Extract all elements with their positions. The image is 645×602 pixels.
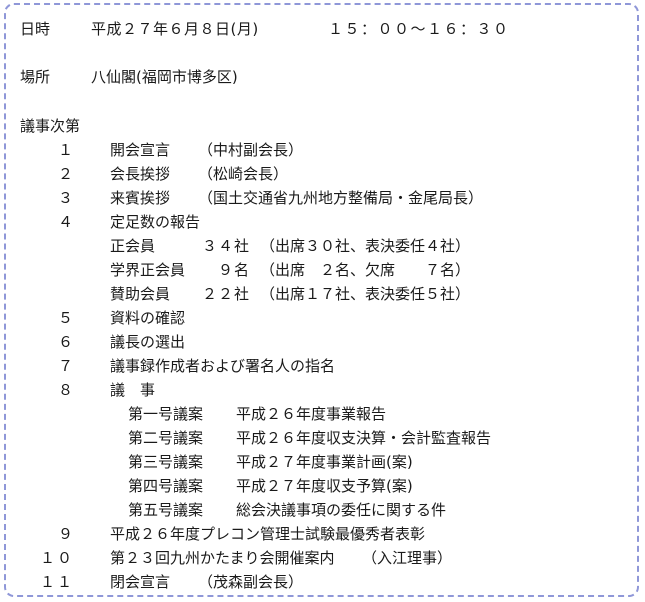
quorum-type: 賛助会員 <box>110 285 171 303</box>
time-value: １５：００～１６：３０ <box>328 20 510 38</box>
quorum-detail: （出席 ２名、欠席 ７名） <box>260 261 471 279</box>
place-value: 八仙閣(福岡市博多区) <box>91 68 238 86</box>
agenda-note: （松崎会長） <box>198 165 289 183</box>
agenda-title: 定足数の報告 <box>110 213 201 231</box>
quorum-count: ３４社 <box>202 237 251 255</box>
bill-number: 第四号議案 <box>128 477 204 495</box>
quorum-count: ９名 <box>218 261 251 279</box>
agenda-note: （国土交通省九州地方整備局・金尾局長） <box>198 189 484 207</box>
quorum-detail: （出席１７社、表決委任５社） <box>260 285 471 303</box>
bill-title: 平成２６年度収支決算・会計監査報告 <box>236 429 492 447</box>
date-label: 日時 <box>20 20 51 38</box>
agenda-number: １ <box>58 141 74 159</box>
quorum-type: 正会員 <box>110 237 156 255</box>
agenda-number: ７ <box>58 357 74 375</box>
agenda-title: 議 事 <box>110 381 156 399</box>
agenda-number: ２ <box>58 165 74 183</box>
agenda-title: 議長の選出 <box>110 333 186 351</box>
agenda-title: 平成２６年度プレコン管理士試験最優秀者表彰 <box>110 525 426 543</box>
agenda-note: （入江理事） <box>362 549 453 567</box>
agenda-note: （茂森副会長） <box>198 573 304 591</box>
agenda-number: ５ <box>58 309 74 327</box>
agenda-title: 閉会宣言 <box>110 573 171 591</box>
agenda-number: １１ <box>40 573 75 591</box>
agenda-heading: 議事次第 <box>20 117 81 135</box>
agenda-title: 来賓挨拶 <box>110 189 171 207</box>
bill-title: 平成２７年度事業計画(案) <box>236 453 413 471</box>
agenda-note: （中村副会長） <box>198 141 304 159</box>
bill-number: 第五号議案 <box>128 501 204 519</box>
bill-number: 第二号議案 <box>128 429 204 447</box>
agenda-number: ９ <box>58 525 74 543</box>
document-frame <box>4 3 639 597</box>
quorum-type: 学界正会員 <box>110 261 186 279</box>
bill-number: 第一号議案 <box>128 405 204 423</box>
agenda-number: １０ <box>40 549 75 567</box>
bill-title: 平成２７年度収支予算(案) <box>236 477 413 495</box>
agenda-title: 会長挨拶 <box>110 165 171 183</box>
place-label: 場所 <box>20 68 51 86</box>
agenda-title: 資料の確認 <box>110 309 186 327</box>
quorum-count: ２２社 <box>202 285 251 303</box>
agenda-number: ８ <box>58 381 74 399</box>
agenda-title: 開会宣言 <box>110 141 171 159</box>
agenda-number: ６ <box>58 333 74 351</box>
quorum-detail: （出席３０社、表決委任４社） <box>260 237 471 255</box>
agenda-number: ３ <box>58 189 74 207</box>
bill-title: 平成２６年度事業報告 <box>236 405 387 423</box>
date-value: 平成２７年６月８日(月) <box>91 20 259 38</box>
agenda-title: 議事録作成者および署名人の指名 <box>110 357 336 375</box>
agenda-title: 第２３回九州かたまり会開催案内 <box>110 549 335 567</box>
agenda-number: ４ <box>58 213 74 231</box>
bill-number: 第三号議案 <box>128 453 204 471</box>
bill-title: 総会決議事項の委任に関する件 <box>236 501 447 519</box>
